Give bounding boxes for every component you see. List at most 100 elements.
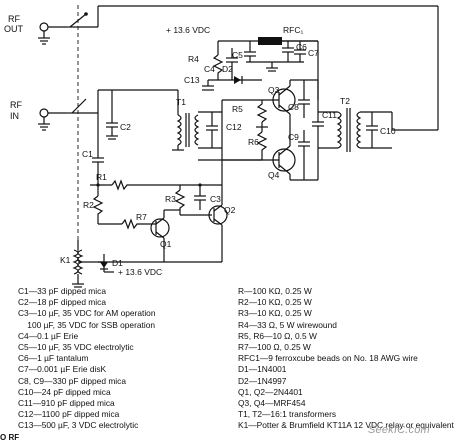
part-entry: C4—0.1 µF Erie [18, 330, 79, 341]
d1-diode [100, 254, 114, 273]
d2-label: D2 [222, 64, 233, 74]
rf-in-label: RF [10, 100, 22, 110]
q4-transistor [262, 114, 318, 181]
part-entry: D2—1N4997 [238, 375, 287, 386]
c10-label: C10 [380, 126, 396, 136]
c11-label: C11 [322, 110, 337, 120]
k1-label: K1 [60, 255, 71, 265]
c12-capacitor [198, 111, 222, 149]
part-entry: C12—1100 pF dipped mica [18, 409, 120, 420]
c12-label: C12 [226, 122, 242, 132]
c13-capacitor [202, 80, 214, 91]
part-entry: C3—10 µF, 35 VDC for AM operation [18, 308, 156, 319]
part-entry: R3—10 KΩ, 0.25 W [238, 308, 312, 319]
part-entry: C7—0.001 µF Erie disK [18, 364, 107, 375]
c7-label: C7 [308, 48, 319, 58]
part-entry: C8, C9—330 pF dipped mica [18, 375, 126, 386]
t2-label: T2 [340, 96, 350, 106]
d2-diode [208, 76, 262, 84]
c8-capacitor [298, 80, 310, 118]
rf-out-connector [38, 22, 66, 45]
c6-capacitor [282, 41, 294, 62]
c9-capacitor [298, 130, 310, 180]
part-entry: C2—18 pF dipped mica [18, 297, 106, 308]
parts-list-left: C1—33 pF dipped mica C2—18 pF dipped mic… [18, 286, 156, 432]
r7-resistor [98, 218, 152, 230]
r5-label: R5 [232, 104, 243, 114]
t1-transformer [172, 113, 200, 151]
q2-label: Q2 [224, 205, 236, 215]
part-entry: C6—1 µF tantalum [18, 353, 89, 364]
ground-top [246, 61, 304, 72]
r2-resistor [92, 183, 104, 224]
q3-label: Q3 [268, 85, 280, 95]
c5-capacitor [244, 41, 256, 62]
part-entry: C13—500 µF, 3 VDC electrolytic [18, 420, 139, 431]
r6-label: R6 [248, 137, 259, 147]
c10-capacitor [366, 112, 438, 148]
part-entry: Q3, Q4—MRF454 [238, 398, 306, 409]
c2-capacitor [106, 90, 118, 140]
r7-label: R7 [136, 212, 147, 222]
part-entry: Q1, Q2—2N4401 [238, 386, 303, 397]
t1-label: T1 [176, 97, 186, 107]
part-entry: 100 µF, 35 VDC for SSB operation [18, 319, 156, 330]
q2-transistor [180, 184, 228, 236]
part-entry: R—100 KΩ, 0.25 W [238, 286, 312, 296]
part-entry: C10—24 pF dipped mica [18, 386, 111, 397]
c1-capacitor [92, 157, 104, 172]
rf-out-label-2: OUT [4, 24, 24, 34]
rf-out-label: RF [8, 14, 20, 24]
c9-label: C9 [288, 132, 299, 142]
part-entry: C11—910 pF dipped mica [18, 398, 115, 409]
d1-label: D1 [112, 258, 123, 268]
watermark: SeekIC.com [368, 424, 430, 436]
part-entry: R2—10 KΩ, 0.25 W [238, 297, 312, 308]
r3-resistor [164, 185, 212, 216]
parts-list-right: R—100 KΩ, 0.25 W R2—10 KΩ, 0.25 W R3—10 … [238, 286, 454, 432]
part-entry: R7—100 Ω, 0.25 W [238, 342, 311, 353]
part-entry: R4—33 Ω, 5 W wirewound [238, 319, 337, 330]
c3-label: C3 [210, 194, 221, 204]
r1-label: R1 [96, 172, 107, 182]
rf-stage-box [198, 100, 262, 161]
r4-label: R4 [188, 54, 199, 64]
c4-capacitor [226, 48, 238, 80]
rf-in-connector [38, 108, 66, 131]
k1-relay-coil [72, 240, 104, 288]
r2-label: R2 [83, 200, 94, 210]
c3-capacitor [194, 183, 206, 210]
c1-label: C1 [82, 149, 93, 159]
c8-label: C8 [288, 102, 299, 112]
r4-resistor [212, 54, 224, 80]
rf-in-label-2: IN [10, 111, 19, 121]
r6-resistor [256, 122, 268, 160]
q1-transistor [150, 210, 170, 262]
c4-label: C4 [204, 64, 215, 74]
c7-capacitor [294, 40, 318, 62]
ground-line [98, 236, 223, 263]
r1-resistor [90, 172, 180, 191]
q3-transistor [262, 79, 318, 115]
part-entry: T1, T2—16:1 transformers [238, 409, 337, 420]
c6-label: C6 [296, 42, 307, 52]
part-entry: RFC1—9 ferroxcube beads on No. 18 AWG wi… [238, 353, 418, 364]
rfc1-label: RFC₁ [283, 25, 303, 35]
supply-top-label: + 13.6 VDC [166, 25, 210, 35]
relay-contacts [66, 5, 439, 262]
r5-resistor [222, 99, 268, 123]
t2-transformer [336, 108, 392, 152]
part-entry: C5—10 µF, 35 VDC electrolytic [18, 342, 134, 353]
supply-bottom-label: + 13.6 VDC [118, 267, 162, 277]
r3-label: R3 [165, 194, 176, 204]
q4-label: Q4 [268, 170, 280, 180]
c5-label: C5 [232, 50, 243, 60]
bias-line [221, 159, 262, 185]
part-entry: R5, R6—10 Ω, 0.5 W [238, 330, 317, 341]
c13-label: C13 [184, 75, 200, 85]
part-entry: C1—33 pF dipped mica [18, 286, 106, 296]
part-entry: D1—1N4001 [238, 364, 287, 375]
input-line [97, 89, 179, 158]
part-entry: K1—Potter & Brumfield KT11A 12 VDC relay… [238, 420, 454, 431]
